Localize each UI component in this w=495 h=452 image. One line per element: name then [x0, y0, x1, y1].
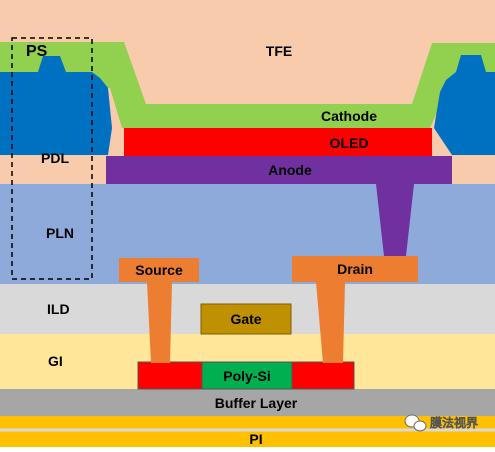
- pdl-label: PDL: [41, 150, 69, 166]
- gate-label: Gate: [230, 311, 261, 327]
- gate-block: [200, 303, 292, 335]
- oled-layer: [124, 128, 432, 156]
- pdl-right: [434, 72, 495, 155]
- oled-label: OLED: [330, 135, 369, 151]
- anode-label: Anode: [268, 162, 312, 178]
- drain-label: Drain: [337, 261, 373, 277]
- poly-si-right-doped: [291, 361, 355, 390]
- pdl-left: [0, 72, 112, 155]
- ps-highlight-box: [11, 37, 93, 280]
- watermark: 膜法视界: [404, 414, 478, 432]
- source-electrode: [119, 258, 199, 363]
- wechat-icon: [404, 414, 427, 432]
- poly-si-left-doped: [137, 361, 203, 390]
- buffer-label: Buffer Layer: [215, 395, 298, 411]
- tfe-label: TFE: [266, 43, 292, 59]
- poly-si-label: Poly-Si: [223, 368, 270, 384]
- buffer-layer: [0, 389, 495, 416]
- drain-electrode: [292, 256, 418, 363]
- cathode-label: Cathode: [321, 108, 377, 124]
- source-label: Source: [135, 262, 183, 278]
- gi-label: GI: [48, 353, 63, 369]
- ild-label: ILD: [47, 301, 70, 317]
- pi-label: PI: [249, 431, 262, 447]
- anode-layer: [106, 156, 452, 256]
- ps-left: [38, 56, 66, 72]
- ps-right: [456, 55, 486, 72]
- pln-label: PLN: [46, 225, 74, 241]
- ps-label: PS: [26, 43, 48, 60]
- cathode-layer: [0, 42, 495, 128]
- pln-layer: [0, 184, 495, 284]
- watermark-text: 膜法视界: [430, 415, 478, 430]
